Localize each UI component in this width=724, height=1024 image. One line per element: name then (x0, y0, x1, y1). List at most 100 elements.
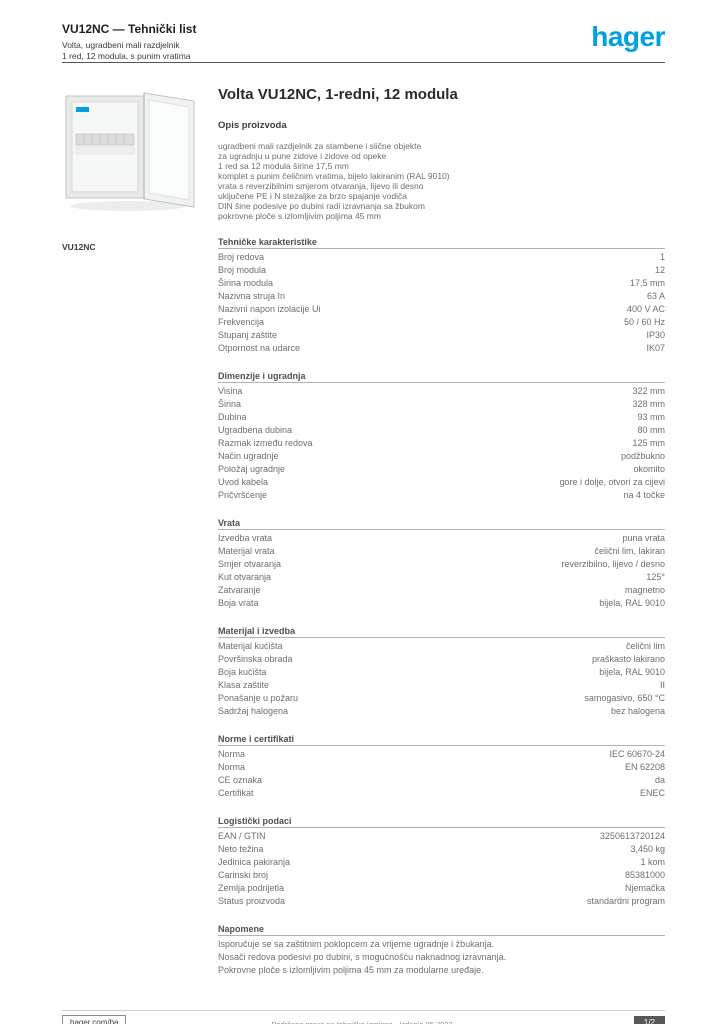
feature-list: ugradbeni mali razdjelnik za stambene i … (218, 141, 665, 221)
spec-row: Materijal vrata čelični lim, lakiran (218, 545, 665, 558)
spec-value: IP30 (646, 330, 665, 340)
spec-value: čelični lim, lakiran (594, 546, 665, 556)
spec-value: 80 mm (637, 425, 665, 435)
spec-row: Kut otvaranja 125° (218, 571, 665, 584)
spec-value: 93 mm (637, 412, 665, 422)
spec-value: 50 / 60 Hz (623, 317, 665, 327)
spec-value: 322 mm (632, 386, 665, 396)
spec-row: Ugradbena dubina 80 mm (218, 424, 665, 437)
feature-item: ugradbeni mali razdjelnik za stambene i … (218, 141, 422, 151)
spec-value: bijela, RAL 9010 (599, 667, 665, 677)
spec-row: Površinska obrada praškasto lakirano (218, 653, 665, 666)
spec-label: Izvedba vrata (218, 533, 273, 543)
spec-value: ENEC (639, 788, 665, 798)
spec-value: EN 62208 (624, 762, 665, 772)
spec-value: 3250613720124 (599, 831, 665, 841)
spec-value: 400 V AC (626, 304, 665, 314)
product-image-column: VU12NC (62, 88, 207, 252)
spec-value: standardni program (586, 896, 665, 906)
spec-value: praškasto lakirano (591, 654, 665, 664)
spec-row: Neto težina 3,450 kg (218, 843, 665, 856)
spec-label: Boja kućišta (218, 667, 267, 677)
spec-label: Norma (218, 762, 246, 772)
spec-label: Ponašanje u požaru (218, 693, 299, 703)
spec-label: Razmak između redova (218, 438, 313, 448)
spec-label: Neto težina (218, 844, 264, 854)
spec-label: Ugradbena dubina (218, 425, 293, 435)
feature-item: 1 red sa 12 modula širine 17,5 mm (218, 161, 349, 171)
header-divider (62, 62, 665, 63)
spec-row: CE oznaka da (218, 774, 665, 787)
spec-label: Certifikat (218, 788, 254, 798)
spec-value: IK07 (646, 343, 665, 353)
spec-label: Visina (218, 386, 243, 396)
spec-value: da (654, 775, 665, 785)
spec-label: Materijal kućišta (218, 641, 283, 651)
spec-label: Materijal vrata (218, 546, 275, 556)
spec-section-title: Tehničke karakteristike (218, 237, 665, 249)
spec-row: Boja kućišta bijela, RAL 9010 (218, 666, 665, 679)
spec-row: Isporučuje se sa zaštitnim poklopcem za … (218, 938, 665, 951)
page-number-badge: 1/2 (633, 1016, 665, 1024)
document-subtitle-1: Volta, ugradbeni mali razdjelnik (62, 40, 180, 50)
spec-label: Boja vrata (218, 598, 259, 608)
spec-section-title: Logistički podaci (218, 816, 665, 828)
feature-item: uključene PE i N stezaljke za brzo spaja… (218, 191, 407, 201)
spec-label: Zemlja podrijetla (218, 883, 285, 893)
spec-value: reverzibilno, lijevo / desno (561, 559, 665, 569)
spec-value: 125° (646, 572, 665, 582)
spec-value: gore i dolje, otvori za cijevi (559, 477, 665, 487)
spec-value: IEC 60670-24 (609, 749, 665, 759)
spec-value: bez halogena (610, 706, 665, 716)
spec-label: Status proizvoda (218, 896, 286, 906)
spec-value: 3,450 kg (630, 844, 665, 854)
spec-section-title: Norme i certifikati (218, 734, 665, 746)
website-link[interactable]: hager.com/ba (62, 1015, 127, 1024)
brand-chip (76, 107, 89, 112)
spec-row: Status proizvoda standardni program (218, 895, 665, 908)
spec-value: magnetno (624, 585, 665, 595)
spec-label: Kut otvaranja (218, 572, 272, 582)
spec-label: EAN / GTIN (218, 831, 266, 841)
document-title: VU12NC — Tehnički list (62, 22, 197, 36)
spec-value: 1 (659, 252, 665, 262)
hager-logo: hager (591, 21, 665, 52)
spec-label: Nazivni napon izolacije Ui (218, 304, 321, 314)
spec-section-title: Napomene (218, 924, 665, 936)
spec-label: Površinska obrada (218, 654, 293, 664)
spec-label: Sadržaj halogena (218, 706, 289, 716)
spec-value: 63 A (646, 291, 665, 301)
spec-value: podžbukno (620, 451, 665, 461)
spec-value: na 4 točke (623, 490, 665, 500)
spec-label: Jedinica pakiranja (218, 857, 291, 867)
spec-value: bijela, RAL 9010 (599, 598, 665, 608)
main-content: Volta VU12NC, 1-redni, 12 modula Opis pr… (218, 86, 665, 977)
spec-label: Uvod kabela (218, 477, 269, 487)
footer-note: Pridržano pravo na tehničke izmjene · Iz… (271, 1020, 452, 1024)
spec-section-title: Dimenzije i ugradnja (218, 371, 665, 383)
spec-row: Pokrovne ploče s izlomljivim poljima 45 … (218, 964, 665, 977)
spec-label: CE oznaka (218, 775, 263, 785)
feature-item: DIN šine podesive po dubini radi izravna… (218, 201, 425, 211)
spec-label: Frekvencija (218, 317, 265, 327)
spec-row: Visina 322 mm (218, 385, 665, 398)
